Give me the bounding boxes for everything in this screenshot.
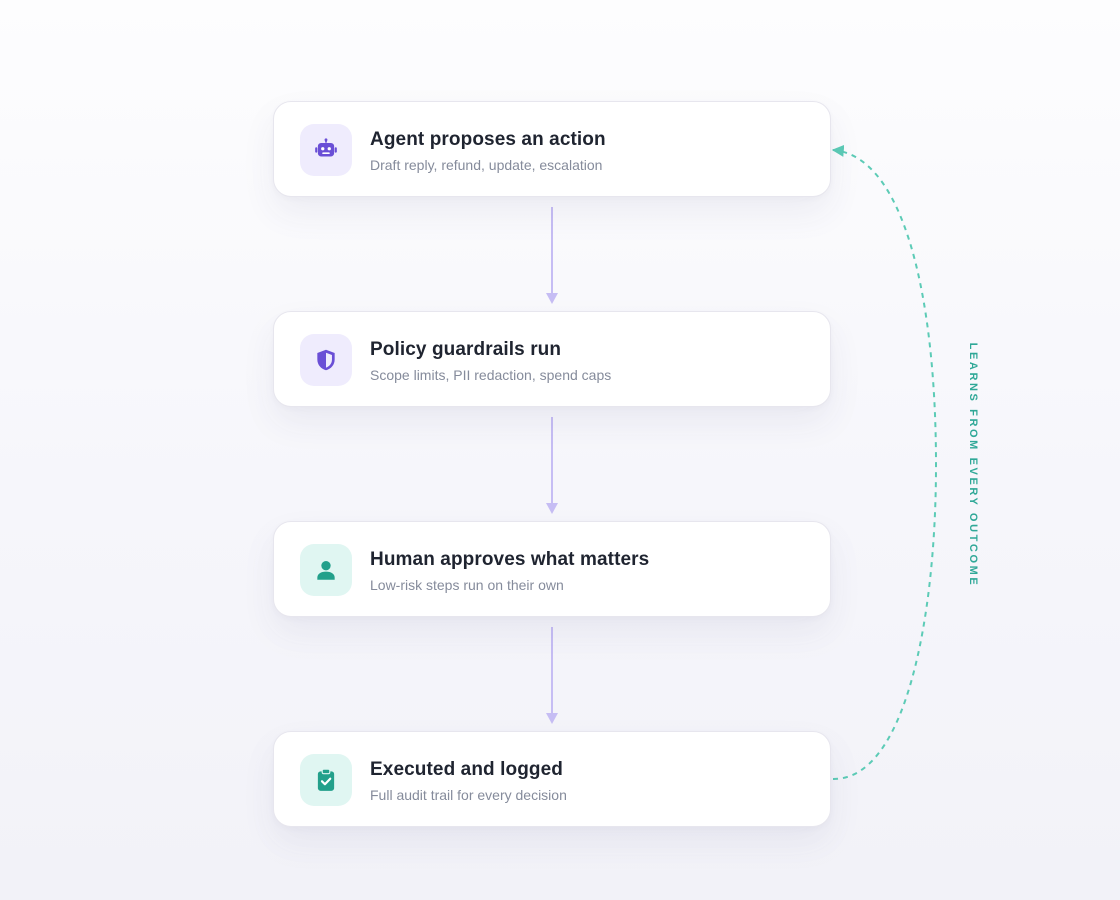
feedback-loop-arrow [831,144,938,781]
clipboard-check-icon [300,754,352,806]
step-title: Human approves what matters [370,549,650,570]
step-arrow-2 [546,417,558,514]
step-subtitle: Scope limits, PII redaction, spend caps [370,367,612,383]
loop-label: LEARNS FROM EVERY OUTCOME [967,342,979,588]
step-card-policy-guardrails: Policy guardrails run Scope limits, PII … [273,311,831,407]
step-arrow-3 [546,627,558,724]
step-subtitle: Full audit trail for every decision [370,787,567,803]
step-subtitle: Low-risk steps run on their own [370,577,564,593]
step-card-executed-logged: Executed and logged Full audit trail for… [273,731,831,827]
shield-icon [300,334,352,386]
person-icon [300,544,352,596]
step-subtitle: Draft reply, refund, update, escalation [370,157,603,173]
step-title: Policy guardrails run [370,339,562,360]
step-title: Agent proposes an action [370,129,606,150]
step-card-human-approves: Human approves what matters Low-risk ste… [273,521,831,617]
step-arrow-1 [546,207,558,304]
step-title: Executed and logged [370,759,563,780]
step-card-agent-proposes: Agent proposes an action Draft reply, re… [273,101,831,197]
robot-icon [300,124,352,176]
